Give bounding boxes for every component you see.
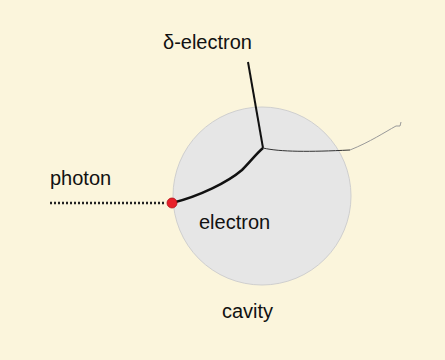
electron-track (172, 148, 263, 203)
electron-track-outside (350, 122, 401, 150)
track-label: electron (199, 211, 270, 233)
interaction-point (167, 198, 177, 208)
track-label: δ-electron (163, 31, 252, 53)
region-label: cavity (222, 300, 273, 322)
electron-track-inside (263, 148, 350, 151)
cavity-circle (173, 107, 351, 285)
track-label: photon (50, 167, 111, 189)
photon-track (50, 202, 166, 205)
delta-electron-track (248, 62, 263, 148)
